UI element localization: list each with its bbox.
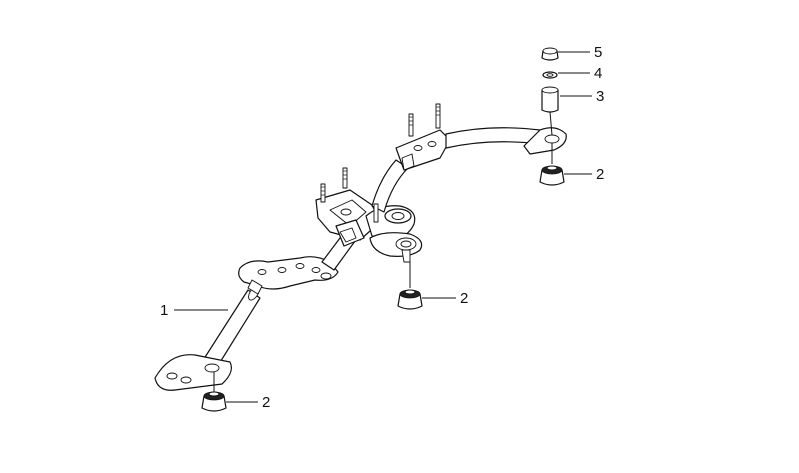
- callout-label-4: 4: [594, 65, 602, 82]
- mounting-studs: [320, 103, 441, 223]
- nut: [541, 47, 559, 61]
- spacer-sleeve: [541, 86, 559, 136]
- leader-lines: [174, 51, 592, 403]
- subframe-crossmember: [154, 103, 567, 391]
- callout-label-5: 5: [594, 44, 602, 61]
- rubber-mount-left: [201, 372, 227, 412]
- callout-label-2-right: 2: [596, 166, 604, 183]
- callout-label-2-left: 2: [262, 394, 270, 411]
- callout-label-2-center: 2: [460, 290, 468, 307]
- callout-label-3: 3: [596, 88, 604, 105]
- washer: [542, 71, 558, 79]
- rubber-mount-right: [539, 143, 565, 186]
- callout-label-1: 1: [160, 302, 168, 319]
- rubber-mount-center: [397, 262, 423, 310]
